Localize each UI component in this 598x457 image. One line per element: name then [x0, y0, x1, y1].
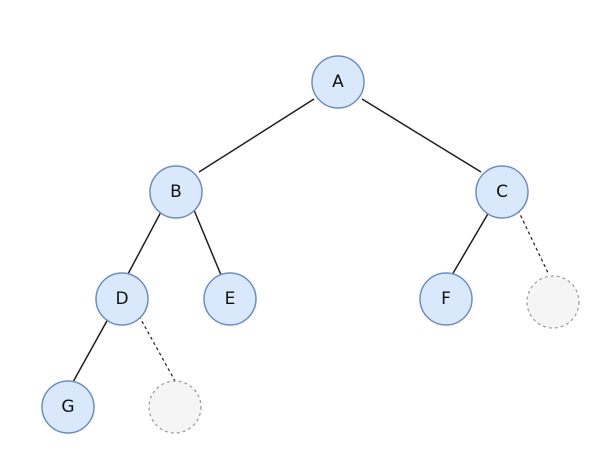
node-e-label: E: [225, 289, 236, 309]
edge-a-c: [361, 98, 482, 173]
node-f-circle: [419, 272, 473, 326]
tree-node-g: G: [41, 380, 95, 434]
edge-c-empty: [517, 209, 550, 276]
node-a-circle: [311, 55, 365, 109]
edge-d-empty: [138, 315, 176, 382]
empty-node-c-right: [526, 275, 580, 329]
edge-c-f: [451, 211, 490, 276]
edge-b-e: [193, 209, 222, 276]
node-f-label: F: [441, 289, 451, 309]
tree-node-c: C: [475, 165, 529, 219]
node-d-label: D: [115, 289, 128, 309]
edge-d-g: [72, 318, 109, 383]
node-g-circle: [41, 380, 95, 434]
tree-node-d: D: [95, 272, 149, 326]
tree-edges: [72, 98, 550, 383]
tree-node-a: A: [311, 55, 365, 109]
tree-node-f: F: [419, 272, 473, 326]
edge-a-b: [198, 98, 315, 173]
tree-node-b: B: [149, 165, 203, 219]
node-b-label: B: [170, 182, 182, 202]
node-d-circle: [95, 272, 149, 326]
node-b-circle: [149, 165, 203, 219]
node-c-circle: [475, 165, 529, 219]
edge-b-d: [127, 209, 163, 275]
node-c-label: C: [496, 182, 508, 202]
empty-node-d-right: [148, 380, 202, 434]
node-g-label: G: [61, 397, 74, 417]
empty-nodes: [148, 275, 580, 434]
node-a-label: A: [332, 72, 344, 92]
node-e-circle: [203, 272, 257, 326]
tree-node-e: E: [203, 272, 257, 326]
